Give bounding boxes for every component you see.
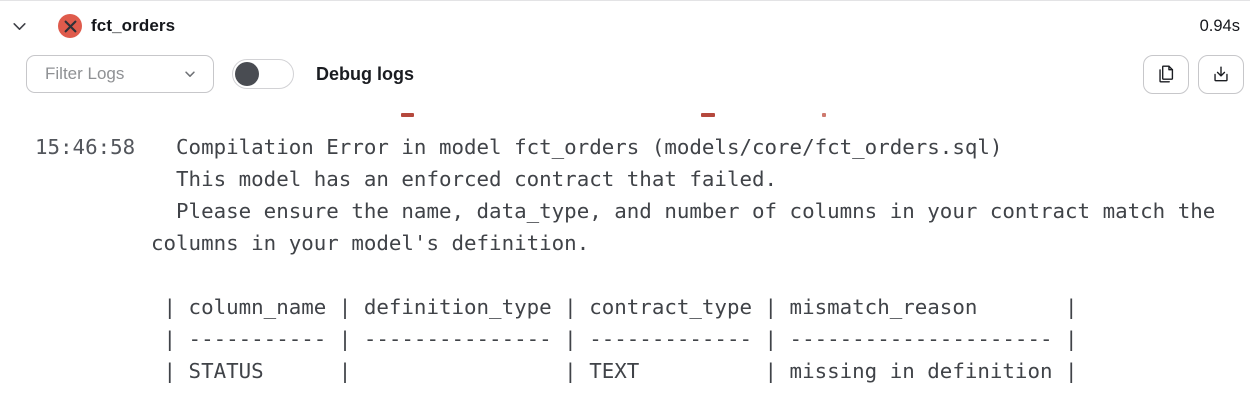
clipped-red-text-fragment xyxy=(822,113,826,117)
model-log-header: fct_orders 0.94s xyxy=(0,1,1250,51)
copy-icon xyxy=(1155,63,1177,85)
chevron-down-icon xyxy=(183,67,197,81)
download-logs-button[interactable] xyxy=(1198,54,1244,94)
filter-logs-select[interactable]: Filter Logs xyxy=(26,55,214,93)
log-toolbar: Filter Logs Debug logs xyxy=(0,51,1250,97)
log-output-area[interactable]: 15:46:58 Compilation Error in model fct_… xyxy=(0,97,1250,405)
clipped-red-text-fragment xyxy=(701,113,715,117)
debug-logs-label: Debug logs xyxy=(316,63,414,84)
filter-logs-label: Filter Logs xyxy=(45,64,125,83)
toggle-knob xyxy=(235,61,259,86)
error-x-circle-icon xyxy=(58,14,82,38)
log-entry: 15:46:58 Compilation Error in model fct_… xyxy=(0,97,1250,387)
debug-logs-toggle[interactable] xyxy=(232,59,294,89)
model-name-title: fct_orders xyxy=(91,16,176,35)
log-timestamp: 15:46:58 xyxy=(35,135,136,159)
compilation-error-message: Compilation Error in model fct_orders (m… xyxy=(151,135,1216,383)
download-icon xyxy=(1210,63,1232,85)
clipped-red-text-fragment xyxy=(401,113,414,117)
copy-logs-button[interactable] xyxy=(1143,54,1189,94)
chevron-down-icon xyxy=(11,18,28,35)
collapse-toggle[interactable] xyxy=(10,17,28,35)
run-duration: 0.94s xyxy=(1199,16,1240,35)
log-actions xyxy=(1143,54,1244,94)
